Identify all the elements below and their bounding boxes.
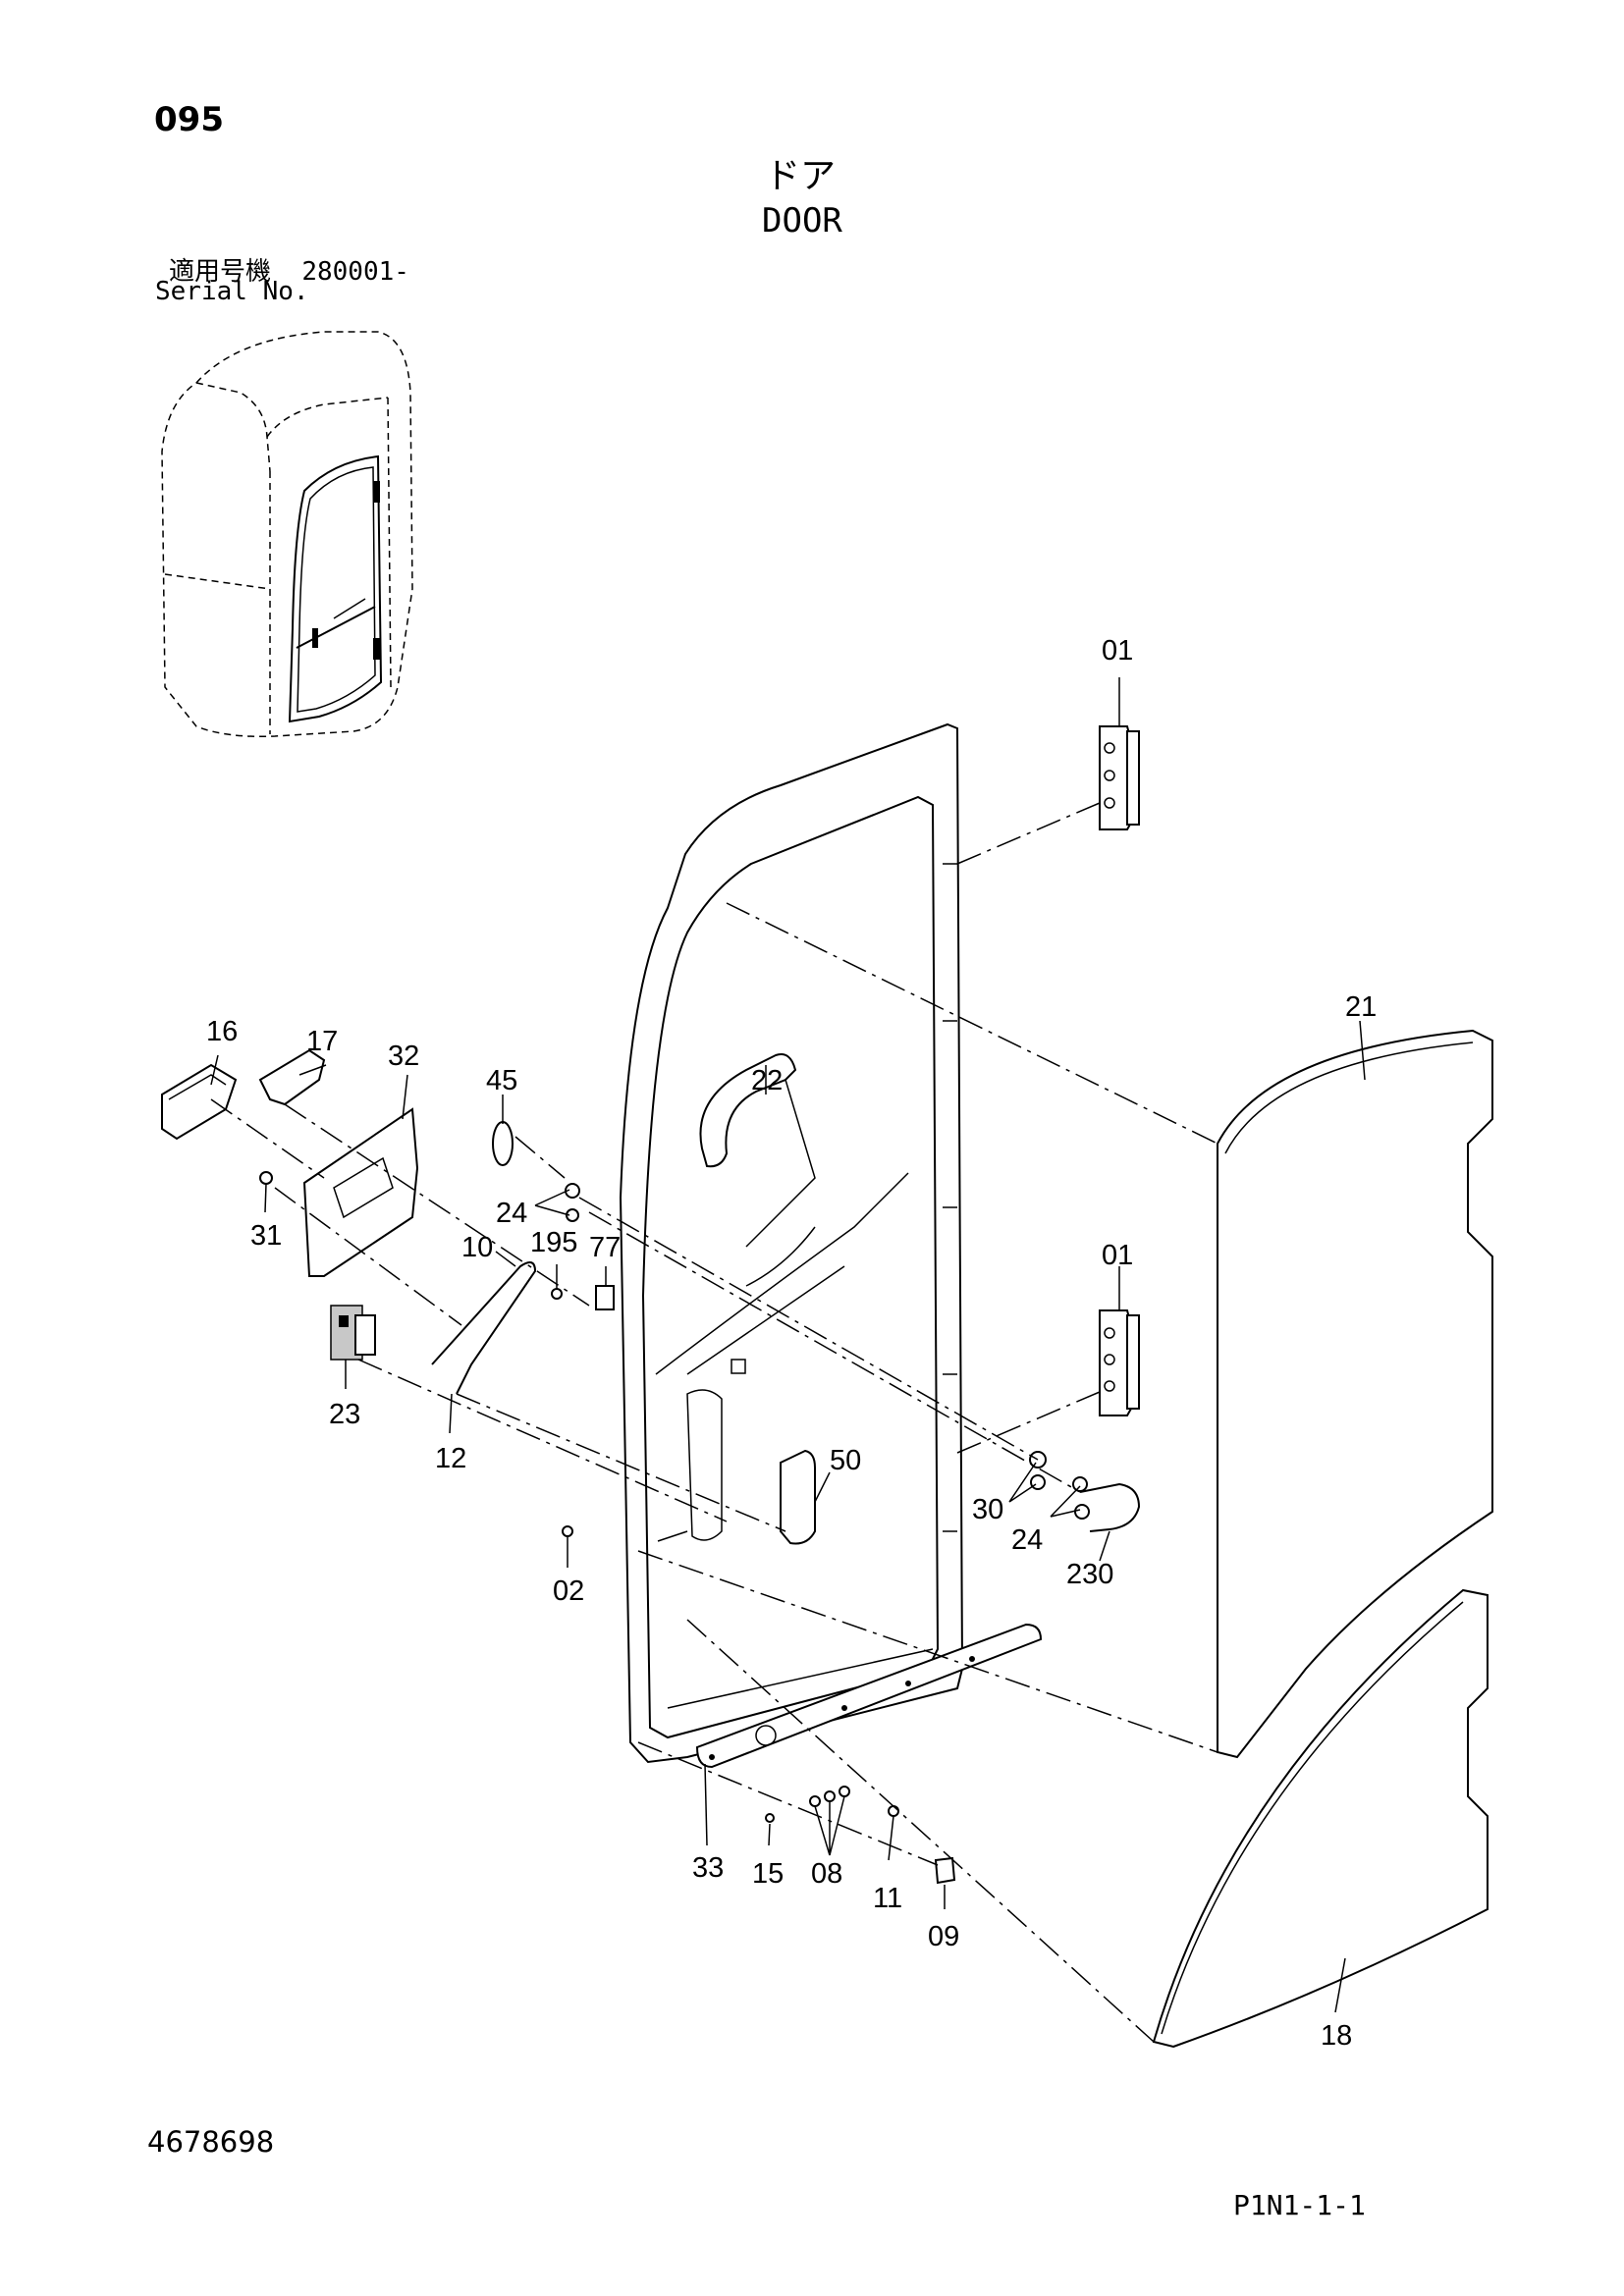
lever-icon <box>258 1048 326 1106</box>
washer-icon <box>1072 1476 1088 1492</box>
callout-label: 15 <box>752 1858 784 1890</box>
callout-label: 01 <box>1102 635 1133 667</box>
hinge-icon <box>1099 725 1140 830</box>
callout-label: 02 <box>553 1575 584 1607</box>
bolt-icon <box>562 1525 573 1537</box>
callout-label: 77 <box>589 1232 621 1263</box>
handle-icon <box>780 1449 816 1545</box>
lock-icon <box>330 1305 376 1361</box>
pin-icon <box>765 1813 775 1823</box>
bolt-icon <box>888 1805 899 1817</box>
page-title-en: DOOR <box>762 201 842 240</box>
washer-icon <box>1030 1474 1046 1490</box>
serial-label-jp-text: 適用号機 <box>169 257 272 287</box>
hook-icon <box>1079 1482 1141 1532</box>
callout-label: 23 <box>329 1399 360 1430</box>
door-frame-icon <box>619 722 964 1764</box>
page-number: 095 <box>154 100 224 139</box>
glass-panel-icon <box>1152 1588 1489 2049</box>
callout-label: 12 <box>435 1443 466 1474</box>
bushing-icon <box>934 1856 956 1885</box>
hinge-icon <box>1099 1309 1140 1416</box>
nut-icon <box>1074 1504 1090 1520</box>
callout-label: 45 <box>486 1065 517 1096</box>
handle-icon <box>699 1053 816 1248</box>
callout-label: 08 <box>811 1858 842 1890</box>
callout-label: 21 <box>1345 991 1377 1023</box>
assembly-lines <box>210 802 1218 2043</box>
screw-icon <box>259 1171 273 1185</box>
glass-panel-icon <box>1217 1029 1493 1759</box>
callout-label: 50 <box>830 1445 861 1476</box>
handle-icon <box>161 1063 238 1141</box>
bolt-icon <box>809 1795 821 1807</box>
callout-label: 10 <box>461 1232 493 1263</box>
callout-label: 24 <box>1011 1524 1043 1556</box>
callout-label: 22 <box>751 1065 783 1096</box>
rod-icon <box>431 1261 537 1395</box>
serial-label-en: Serial No. <box>155 277 309 306</box>
cab-outline-icon <box>161 331 413 738</box>
callout-label: 32 <box>388 1041 419 1072</box>
callout-label: 18 <box>1321 2020 1352 2052</box>
serial-label-jp: 適用号機 280001- <box>169 251 409 288</box>
bracket-icon <box>302 1107 419 1277</box>
callout-label: 33 <box>692 1852 724 1884</box>
callout-label: 30 <box>972 1494 1003 1525</box>
leader-lines <box>210 677 1366 2013</box>
serial-value: 280001- <box>301 257 409 287</box>
page-title-jp: ドア <box>765 156 837 196</box>
callout-label: 16 <box>206 1016 238 1047</box>
callout-label: 09 <box>928 1921 959 1952</box>
bottom-rail-icon <box>695 1623 1043 1769</box>
document-number: 4678698 <box>147 2125 275 2159</box>
callout-label: 11 <box>873 1883 902 1914</box>
stopper-icon <box>595 1285 615 1310</box>
bolt-icon <box>839 1786 850 1797</box>
cap-icon <box>492 1121 514 1166</box>
reference-code: P1N1-1-1 <box>1233 2189 1366 2221</box>
pin-icon <box>551 1288 563 1300</box>
bolt-icon <box>824 1790 836 1802</box>
callout-label: 31 <box>250 1220 282 1252</box>
callout-label: 230 <box>1066 1559 1113 1590</box>
callout-label: 195 <box>530 1227 577 1258</box>
callout-label: 17 <box>306 1026 338 1057</box>
nut-icon <box>566 1208 579 1222</box>
callout-label: 01 <box>1102 1240 1133 1271</box>
callout-label: 24 <box>496 1198 527 1229</box>
washer-icon <box>565 1183 580 1199</box>
